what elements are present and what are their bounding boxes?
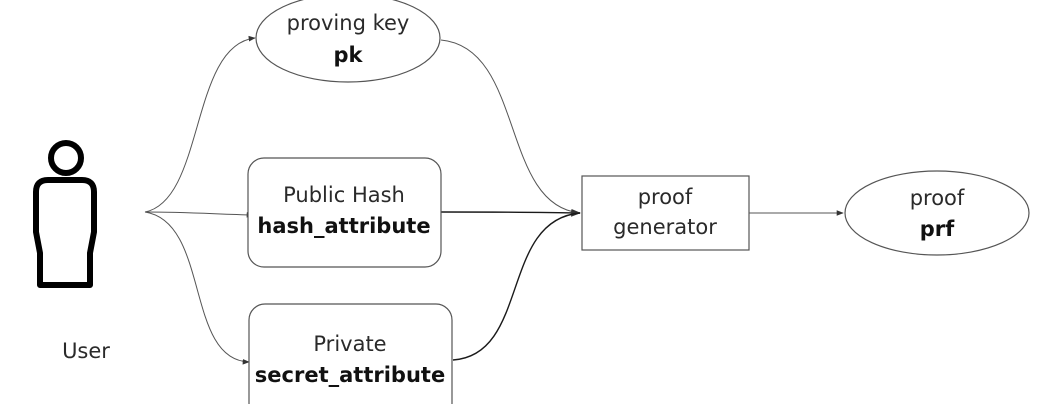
proof-title: proof — [910, 186, 965, 210]
user-icon — [33, 140, 97, 288]
private-title: Private — [313, 332, 386, 356]
edge-private-to-generator — [452, 212, 581, 361]
public-hash-title: Public Hash — [283, 183, 405, 207]
edge-public-hash-to-generator — [440, 208, 581, 217]
node-private: Private secret_attribute — [248, 303, 453, 404]
proof-generator-line2: generator — [613, 215, 717, 239]
node-public-hash: Public Hash hash_attribute — [247, 157, 442, 268]
node-proof-generator: proof generator — [581, 175, 750, 251]
public-hash-symbol: hash_attribute — [257, 214, 430, 238]
edge-proving-key-to-generator — [440, 39, 581, 214]
edge-user-to-private — [144, 211, 250, 365]
private-symbol: secret_attribute — [255, 363, 445, 387]
node-proof: proof prf — [844, 170, 1030, 256]
user-label: User — [62, 339, 110, 363]
edges-to-generator — [440, 39, 581, 361]
edge-user-to-proving-key — [144, 35, 256, 213]
node-proving-key: proving key pk — [255, 0, 441, 83]
edges-from-user — [144, 35, 256, 365]
proof-symbol: prf — [920, 217, 955, 241]
edge-user-to-public-hash — [144, 211, 254, 218]
proof-generator-line1: proof — [638, 185, 693, 209]
proving-key-title: proving key — [287, 11, 410, 35]
proving-key-symbol: pk — [334, 43, 364, 67]
